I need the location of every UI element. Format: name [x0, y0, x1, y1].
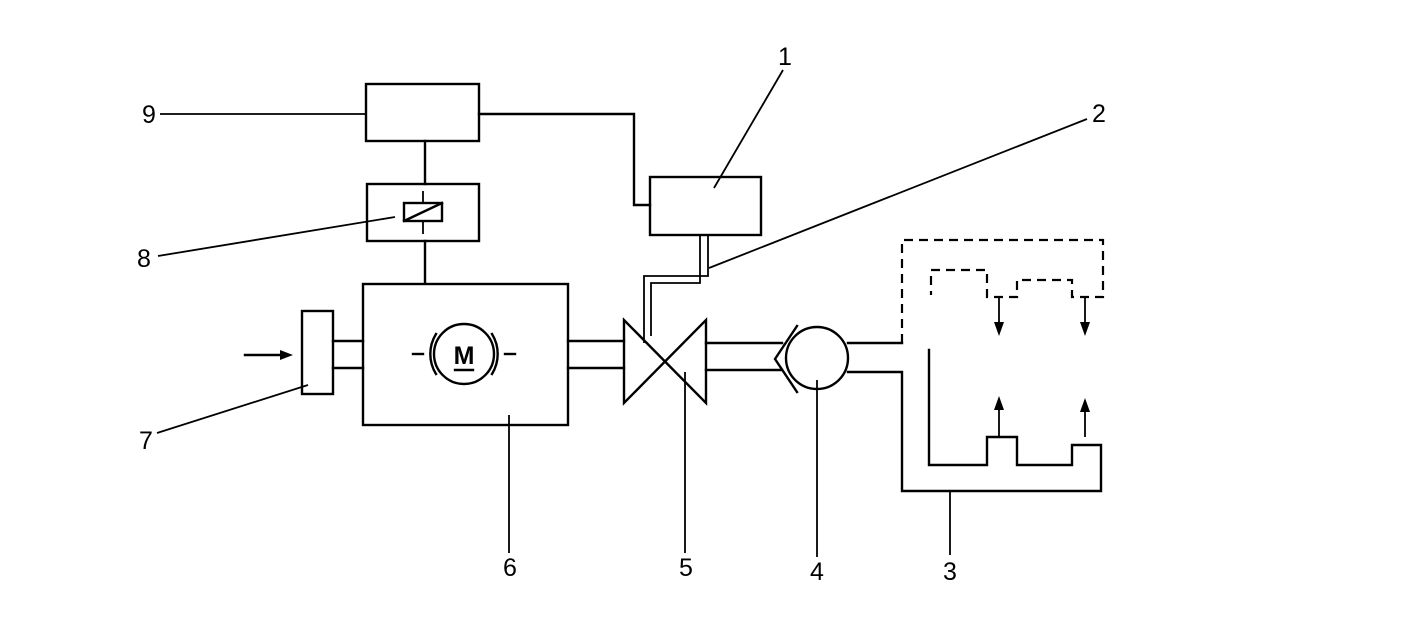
leader-1 [713, 69, 784, 189]
motor-icon: M [411, 322, 517, 386]
callout-1: 1 [778, 43, 792, 71]
wire-9-1 [477, 112, 652, 207]
leader-2 [708, 118, 1088, 269]
callout-5: 5 [679, 554, 693, 582]
pump-motor-6 [361, 282, 570, 427]
inlet-arrow-icon [243, 350, 293, 360]
down-arrow-icon [994, 297, 1004, 336]
leader-8 [157, 216, 396, 257]
up-arrow-icon [1080, 398, 1090, 437]
sensor-line-2b [643, 235, 709, 343]
callout-2: 2 [1092, 100, 1106, 128]
supply-line-3 [846, 348, 1103, 493]
callout-6: 6 [503, 554, 517, 582]
filter-7 [300, 309, 335, 396]
leader-7 [156, 384, 309, 434]
callout-3: 3 [943, 558, 957, 586]
sensor-line-2a [650, 235, 701, 336]
valve-5 [622, 317, 708, 406]
up-arrow-icon [994, 396, 1004, 437]
control-unit-9 [364, 82, 481, 143]
callout-4: 4 [810, 558, 824, 586]
check-valve-4 [773, 324, 850, 394]
down-arrow-icon [1080, 297, 1090, 336]
relay-coil-icon [402, 191, 444, 234]
callout-9: 9 [142, 101, 156, 129]
dashed-line-outer [900, 238, 1105, 343]
callout-7: 7 [139, 427, 153, 455]
callout-8: 8 [137, 245, 151, 273]
pressure-sensor-1 [648, 175, 763, 237]
motor-symbol: M [454, 342, 475, 370]
